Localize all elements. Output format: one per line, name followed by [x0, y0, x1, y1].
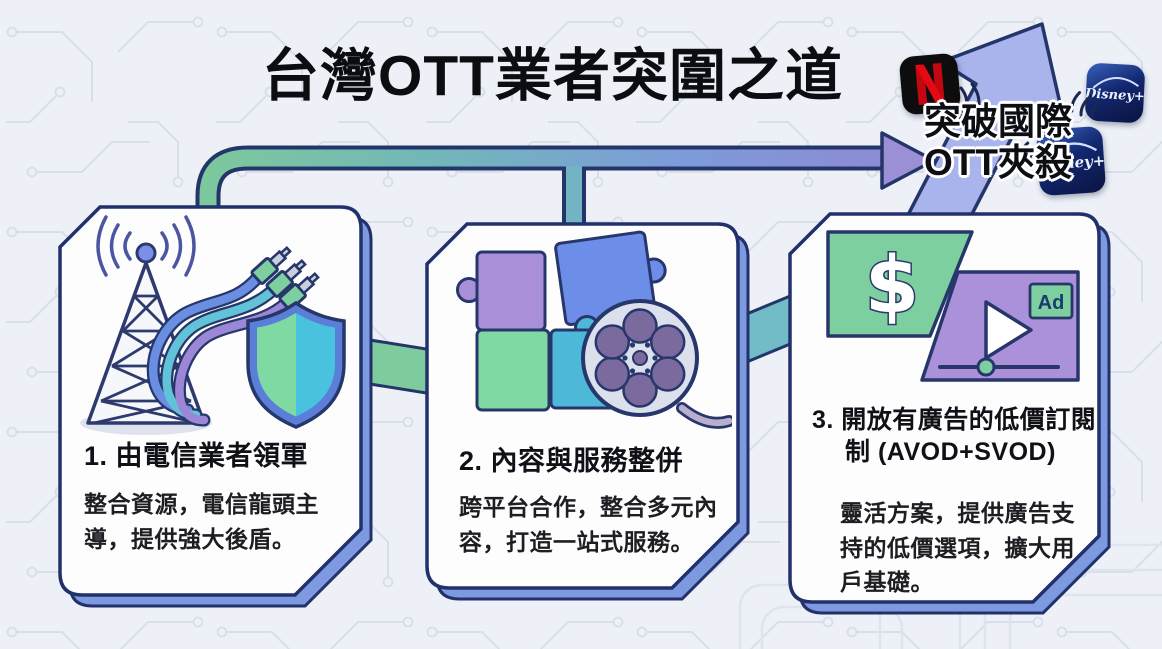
- breakthrough-line1: 突破國際: [924, 101, 1072, 142]
- card2-body: 跨平台合作，整合多元內容，打造一站式服務。: [459, 494, 718, 555]
- card3-body: 靈活方案，提供廣告支持的低價選項，擴大用戶基礎。: [840, 500, 1075, 595]
- disney-plus-icon: Disney+: [1036, 125, 1107, 197]
- ad-badge-label: Ad: [1038, 292, 1065, 314]
- disney-plus-label: Disney+: [1085, 86, 1146, 104]
- dollar-card-ad-player-icon: $ Ad: [826, 230, 1080, 382]
- jack-plug-icon: [250, 245, 320, 311]
- card-step-1: 1. 由電信業者領軍 整合資源，電信龍頭主導，提供強大後盾。: [58, 205, 379, 610]
- ad-badge: [1028, 282, 1074, 320]
- disney-plus-icon: Disney+: [1084, 62, 1146, 124]
- card3-heading: 3. 開放有廣告的低價訂閱制 (AVOD+SVOD): [812, 406, 1097, 466]
- card2-heading: 2. 內容與服務整併: [459, 446, 684, 476]
- film-reel-icon: [581, 299, 732, 429]
- card1-heading: 1. 由電信業者領軍: [84, 441, 309, 471]
- page-title: 台灣OTT業者突圍之道: [262, 44, 843, 108]
- main-flow-arrowhead: [880, 131, 936, 190]
- cables-icon: [146, 245, 320, 427]
- netflix-n-icon: [915, 62, 945, 106]
- disney-plus-label: Disney+: [1036, 152, 1106, 174]
- breakthrough-line2: OTT夾殺: [924, 141, 1072, 183]
- shield-icon: [246, 300, 346, 429]
- netflix-icon: [898, 52, 962, 116]
- signal-waves-icon: [96, 215, 196, 277]
- telecom-tower-cables-shield-icon: [80, 215, 346, 435]
- dollar-card-icon: $: [826, 230, 974, 338]
- dollar-sign: $: [865, 241, 919, 331]
- card1-body: 整合資源，電信龍頭主導，提供強大後盾。: [84, 491, 319, 552]
- play-icon: [984, 300, 1033, 360]
- breakthrough-label: 突破國際 OTT夾殺: [891, 101, 1105, 183]
- puzzle-pieces-film-reel-icon: [456, 230, 732, 429]
- progress-dot: [976, 357, 996, 377]
- card-step-3: $ Ad 3. 開放有廣告的低價訂閱制 (AVOD+SVOD) 靈活方案，提供廣…: [788, 212, 1117, 617]
- main-flow-arrow: [195, 131, 936, 234]
- card-step-2: 2. 內容與服務整併 跨平台合作，整合多元內容，打造一站式服務。: [425, 222, 756, 603]
- ad-video-player-icon: Ad: [920, 270, 1080, 382]
